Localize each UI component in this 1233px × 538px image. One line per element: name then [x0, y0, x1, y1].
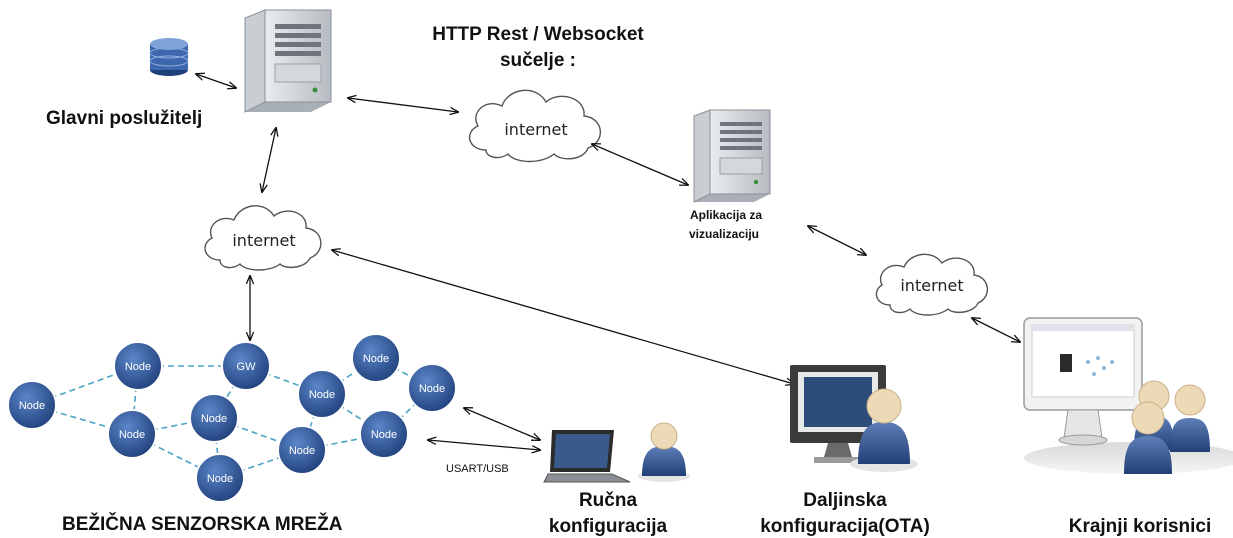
- connection-arrows: [196, 74, 1020, 450]
- api-label-line1: HTTP Rest / Websocket: [432, 24, 644, 45]
- remote-config-label-line2: konfiguracija(OTA): [760, 516, 930, 537]
- person-icon: [850, 388, 918, 472]
- svg-text:Node: Node: [363, 353, 389, 365]
- cloud-label: internet: [900, 276, 963, 295]
- sensor-node: Node: [359, 409, 409, 459]
- arrow-server-cloud-left: [262, 128, 276, 192]
- svg-text:Node: Node: [119, 429, 145, 441]
- arrow-node-laptop: [464, 408, 540, 440]
- arrow-db-server: [196, 74, 236, 88]
- manual-config-label-line2: konfiguracija: [549, 516, 668, 537]
- visualization-label-line2: vizualizaciju: [689, 227, 759, 241]
- arrow-cloud-remote: [332, 250, 794, 384]
- cloud-label: internet: [504, 120, 567, 139]
- svg-text:GW: GW: [237, 361, 257, 373]
- remote-config-label-line1: Daljinska: [803, 490, 887, 511]
- database-icon: [149, 38, 189, 76]
- sensor-node: Node: [351, 333, 401, 383]
- arrow-cloud-visualization: [592, 144, 688, 185]
- sensor-nodes: Node Node GW Node Node Node Node Node: [7, 333, 457, 503]
- laptop-icon: [543, 430, 631, 483]
- wsn-label: BEŽIČNA SENZORSKA MREŽA: [62, 513, 343, 535]
- api-label-line2: sučelje :: [500, 50, 576, 71]
- svg-text:Node: Node: [201, 413, 227, 425]
- sensor-node: Node: [113, 341, 163, 391]
- main-server-label: Glavni poslužitelj: [46, 108, 202, 129]
- arrow-usart: [428, 440, 540, 450]
- gateway-node: GW: [221, 341, 271, 391]
- sensor-node: Node: [407, 363, 457, 413]
- internet-cloud-top: internet: [468, 89, 601, 163]
- person-icon: [638, 422, 690, 482]
- svg-text:Node: Node: [309, 389, 335, 401]
- svg-text:Node: Node: [419, 383, 445, 395]
- usart-label: USART/USB: [446, 463, 509, 475]
- svg-text:Node: Node: [289, 445, 315, 457]
- sensor-node: Node: [195, 453, 245, 503]
- sensor-node: Node: [277, 425, 327, 475]
- monitor-icon: [790, 365, 886, 463]
- sensor-node: Node: [189, 393, 239, 443]
- manual-config-label-line1: Ručna: [579, 490, 638, 511]
- main-server-icon: [244, 9, 332, 113]
- svg-text:Node: Node: [19, 400, 45, 412]
- visualization-server-icon: [693, 109, 771, 203]
- visualization-label-line1: Aplikacija za: [690, 208, 762, 222]
- sensor-node: Node: [7, 380, 57, 430]
- sensor-node: Node: [107, 409, 157, 459]
- end-users-label: Krajnji korisnici: [1069, 516, 1212, 537]
- svg-text:Node: Node: [125, 361, 151, 373]
- arrow-server-cloud: [348, 98, 458, 112]
- sensor-node: Node: [297, 369, 347, 419]
- arrow-cloud-users: [972, 318, 1020, 342]
- svg-text:Node: Node: [207, 473, 233, 485]
- svg-text:Node: Node: [371, 429, 397, 441]
- internet-cloud-left: internet: [204, 205, 322, 271]
- cloud-label: internet: [232, 231, 295, 250]
- arrow-visualization-cloud: [808, 226, 866, 255]
- user-group-icon: [1124, 380, 1210, 474]
- internet-cloud-right: internet: [875, 253, 988, 316]
